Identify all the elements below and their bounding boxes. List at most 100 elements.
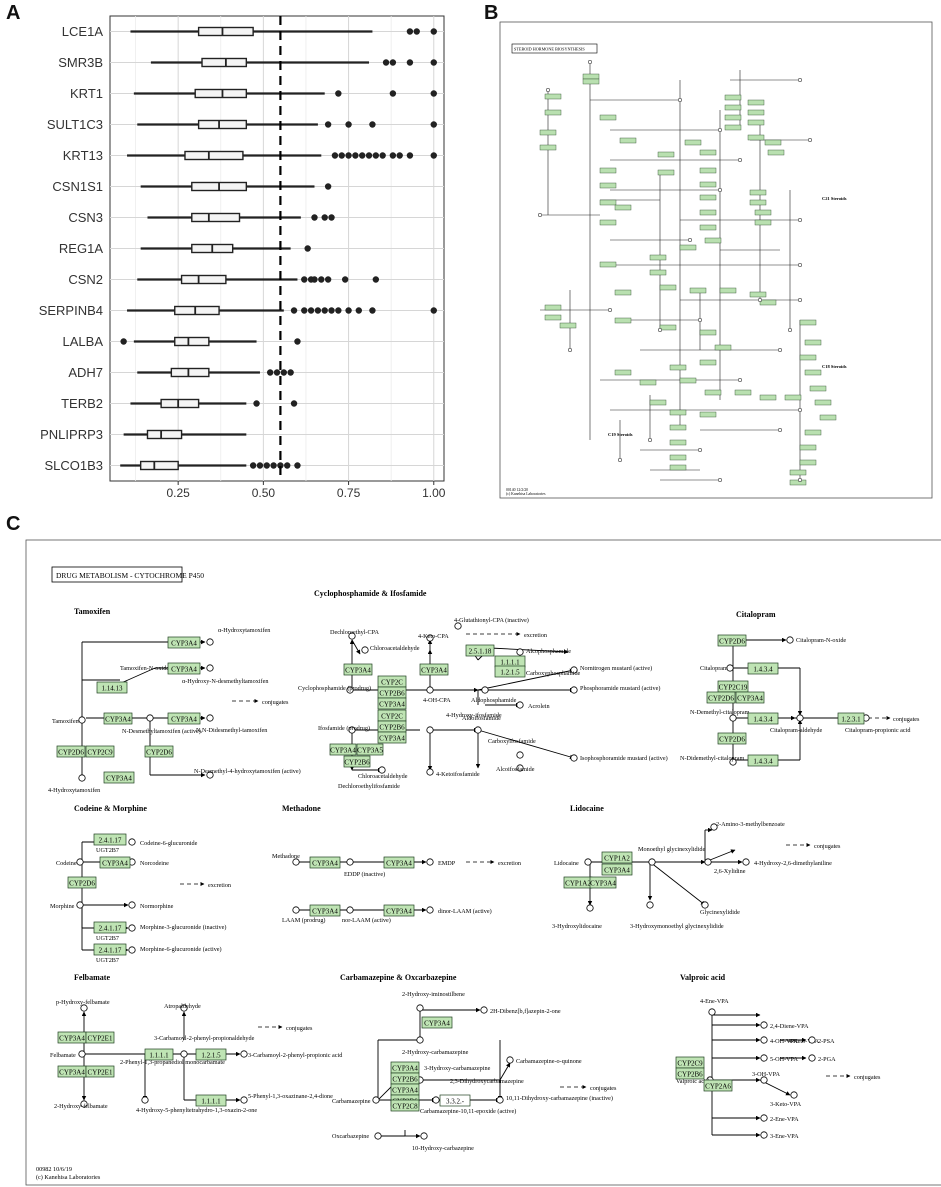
compound-node[interactable]: [76, 858, 84, 866]
compound-node[interactable]: [206, 771, 214, 779]
compound-node[interactable]: [206, 664, 214, 672]
enzyme-cyp3a4[interactable]: CYP3A4: [735, 691, 765, 704]
enzyme-cyp2d6[interactable]: CYP2D6: [717, 732, 747, 745]
compound-node[interactable]: [708, 1008, 716, 1016]
enzyme-e_1_4_3_4[interactable]: 1.4.3.4: [747, 712, 779, 725]
enzyme-cyp3a4[interactable]: CYP3A4: [167, 636, 201, 649]
compound-node[interactable]: [292, 858, 300, 866]
enzyme-e_2_4_1_17[interactable]: 2.4.1.17: [93, 921, 127, 934]
compound-node[interactable]: [760, 1054, 768, 1062]
compound-node[interactable]: [128, 901, 136, 909]
enzyme-cyp2d6[interactable]: CYP2D6: [717, 634, 747, 647]
enzyme-e_3_3_2[interactable]: 3.3.2.-: [439, 1094, 471, 1107]
enzyme-cyp3a4[interactable]: CYP3A4: [167, 712, 201, 725]
compound-node[interactable]: [516, 648, 524, 656]
enzyme-cyp1a2[interactable]: CYP1A2: [601, 851, 633, 864]
compound-node[interactable]: [496, 1096, 504, 1104]
enzyme-cyp2b6[interactable]: CYP2B6: [390, 1072, 420, 1085]
enzyme-cyp3a4[interactable]: CYP3A4: [377, 697, 407, 710]
enzyme-cyp2c19[interactable]: CYP2C19: [717, 680, 749, 693]
enzyme-cyp3a4[interactable]: CYP3A4: [390, 1083, 420, 1096]
compound-node[interactable]: [80, 1004, 88, 1012]
enzyme-e_2_4_1_17[interactable]: 2.4.1.17: [93, 943, 127, 956]
enzyme-cyp3a4[interactable]: CYP3A4: [421, 1016, 453, 1029]
compound-node[interactable]: [506, 1056, 514, 1064]
compound-node[interactable]: [426, 686, 434, 694]
enzyme-cyp2c9[interactable]: CYP2C9: [85, 745, 115, 758]
enzyme-cyp2b6[interactable]: CYP2B6: [377, 686, 407, 699]
enzyme-cyp3a4[interactable]: CYP3A4: [601, 863, 633, 876]
compound-node[interactable]: [240, 1050, 248, 1058]
compound-node[interactable]: [646, 901, 654, 909]
compound-node[interactable]: [760, 1114, 768, 1122]
enzyme-cyp3a4[interactable]: CYP3A4: [99, 856, 131, 869]
compound-node[interactable]: [760, 1021, 768, 1029]
enzyme-e_1_2_1_5[interactable]: 1.2.1.5: [494, 665, 526, 678]
enzyme-cyp3a4[interactable]: CYP3A4: [383, 856, 415, 869]
compound-node[interactable]: [570, 686, 578, 694]
compound-node[interactable]: [426, 726, 434, 734]
enzyme-e_1_14_13[interactable]: 1.14.13: [96, 681, 128, 694]
enzyme-cyp1a2[interactable]: CYP1A2: [563, 876, 593, 889]
enzyme-e_1_1_1_1[interactable]: 1.1.1.1: [144, 1048, 174, 1061]
enzyme-e_1_2_1_5[interactable]: 1.2.1.5: [195, 1048, 227, 1061]
compound-node[interactable]: [348, 726, 356, 734]
compound-node[interactable]: [128, 838, 136, 846]
enzyme-cyp3a4[interactable]: CYP3A4: [419, 663, 449, 676]
compound-node[interactable]: [372, 1096, 380, 1104]
compound-node[interactable]: [729, 714, 737, 722]
compound-node[interactable]: [808, 1036, 816, 1044]
enzyme-cyp2d6[interactable]: CYP2D6: [56, 745, 86, 758]
enzyme-e_1_4_3_4[interactable]: 1.4.3.4: [747, 754, 779, 767]
enzyme-cyp3a4[interactable]: CYP3A4: [309, 856, 341, 869]
compound-node[interactable]: [426, 768, 434, 776]
enzyme-cyp3a4[interactable]: CYP3A4: [103, 712, 133, 725]
compound-node[interactable]: [454, 622, 462, 630]
compound-node[interactable]: [348, 632, 356, 640]
compound-node[interactable]: [416, 1004, 424, 1012]
enzyme-cyp2c8[interactable]: CYP2C8: [390, 1099, 420, 1112]
compound-node[interactable]: [648, 858, 656, 866]
compound-node[interactable]: [710, 823, 718, 831]
enzyme-cyp3a4[interactable]: CYP3A4: [343, 663, 373, 676]
enzyme-cyp3a4[interactable]: CYP3A4: [589, 876, 617, 889]
compound-node[interactable]: [426, 858, 434, 866]
enzyme-e_1_1_1_1[interactable]: 1.1.1.1: [494, 655, 526, 668]
enzyme-cyp3a4[interactable]: CYP3A4: [329, 743, 357, 756]
compound-node[interactable]: [78, 774, 86, 782]
compound-node[interactable]: [704, 858, 712, 866]
enzyme-e_2_5_1_18[interactable]: 2.5.1.18: [465, 644, 495, 657]
enzyme-cyp2e1[interactable]: CYP2E1: [85, 1031, 115, 1044]
compound-node[interactable]: [474, 726, 482, 734]
compound-node[interactable]: [790, 1091, 798, 1099]
enzyme-cyp3a4[interactable]: CYP3A4: [383, 904, 415, 917]
enzyme-cyp3a4[interactable]: CYP3A4: [377, 731, 407, 744]
compound-node[interactable]: [570, 666, 578, 674]
compound-node[interactable]: [426, 634, 434, 642]
compound-node[interactable]: [78, 716, 86, 724]
compound-node[interactable]: [726, 664, 734, 672]
compound-node[interactable]: [584, 858, 592, 866]
enzyme-cyp3a4[interactable]: CYP3A4: [57, 1031, 87, 1044]
enzyme-cyp2e1[interactable]: CYP2E1: [85, 1065, 115, 1078]
compound-node[interactable]: [346, 686, 354, 694]
enzyme-e_1_4_3_4[interactable]: 1.4.3.4: [747, 662, 779, 675]
compound-node[interactable]: [786, 636, 794, 644]
enzyme-e_2_4_1_17[interactable]: 2.4.1.17: [93, 833, 127, 846]
compound-node[interactable]: [729, 758, 737, 766]
compound-node[interactable]: [206, 638, 214, 646]
enzyme-cyp2b6[interactable]: CYP2B6: [343, 755, 371, 768]
compound-node[interactable]: [146, 714, 154, 722]
enzyme-cyp2a6[interactable]: CYP2A6: [703, 1079, 733, 1092]
compound-node[interactable]: [516, 751, 524, 759]
compound-node[interactable]: [742, 858, 750, 866]
compound-node[interactable]: [180, 1004, 188, 1012]
enzyme-cyp3a4[interactable]: CYP3A4: [309, 904, 341, 917]
compound-node[interactable]: [516, 701, 524, 709]
compound-node[interactable]: [480, 1006, 488, 1014]
compound-node[interactable]: [361, 646, 369, 654]
compound-node[interactable]: [570, 754, 578, 762]
compound-node[interactable]: [78, 1050, 86, 1058]
compound-node[interactable]: [240, 1096, 248, 1104]
enzyme-cyp2d6[interactable]: CYP2D6: [67, 876, 97, 889]
